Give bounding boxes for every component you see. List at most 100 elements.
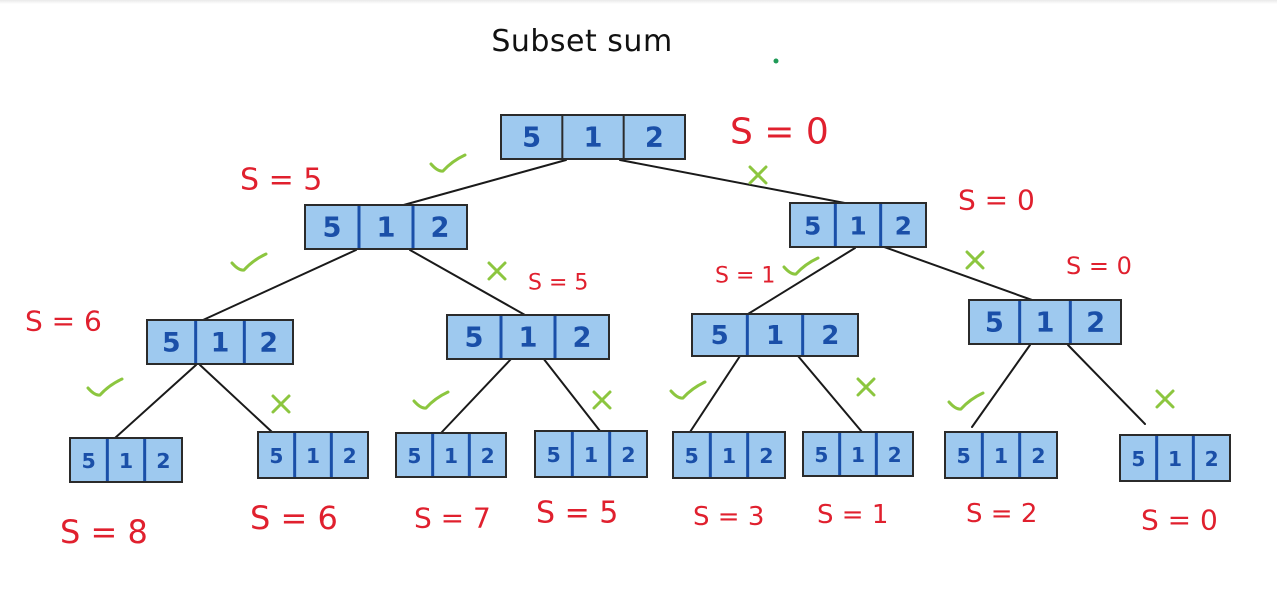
cross-mark-icon bbox=[1155, 389, 1175, 409]
sum-label-n2: S = 0 bbox=[958, 184, 1035, 217]
array-cell-value: 1 bbox=[766, 321, 784, 351]
edge-n2-n5 bbox=[747, 247, 856, 315]
array-cell-value: 2 bbox=[573, 323, 592, 354]
array-cell-value: 1 bbox=[119, 449, 133, 473]
sum-label-l3: S = 7 bbox=[414, 502, 491, 535]
array-cell-value: 2 bbox=[259, 328, 278, 359]
array-cell-value: 5 bbox=[711, 321, 729, 351]
array-cell-value: 5 bbox=[814, 443, 828, 467]
sum-label-l4: S = 5 bbox=[536, 496, 618, 531]
marks-layer bbox=[86, 153, 1175, 414]
array-cell-value: 1 bbox=[722, 444, 736, 468]
sum-label-l8: S = 0 bbox=[1141, 504, 1218, 537]
sum-label-l2: S = 6 bbox=[250, 499, 338, 537]
diagram-title: Subset sum bbox=[491, 24, 673, 59]
cross-stroke bbox=[748, 165, 768, 185]
cross-mark-icon bbox=[965, 250, 985, 270]
array-cell-value: 5 bbox=[985, 308, 1004, 339]
array-node-n5: 5 1 2 bbox=[691, 313, 859, 357]
check-mark-icon bbox=[412, 390, 450, 410]
edge-root-n2 bbox=[619, 159, 851, 205]
array-cell-value: 1 bbox=[1168, 447, 1182, 471]
array-node-box bbox=[1119, 434, 1231, 482]
array-cell-value: 2 bbox=[895, 212, 912, 241]
cross-stroke bbox=[592, 390, 612, 410]
edge-n5-l6 bbox=[797, 355, 863, 433]
array-cell-value: 5 bbox=[82, 449, 96, 473]
array-node-box bbox=[146, 319, 294, 365]
array-node-box bbox=[789, 202, 927, 248]
array-cell-value: 5 bbox=[547, 443, 561, 467]
sum-label-n6: S = 0 bbox=[1066, 252, 1132, 280]
cross-stroke bbox=[271, 394, 291, 414]
sum-label-l1: S = 8 bbox=[60, 513, 148, 551]
array-node-box bbox=[395, 432, 507, 478]
array-cell-value: 5 bbox=[162, 328, 181, 359]
array-cell-value: 2 bbox=[431, 213, 450, 244]
array-cell-value: 2 bbox=[821, 321, 839, 351]
sum-label-root: S = 0 bbox=[730, 112, 829, 153]
array-cell-value: 1 bbox=[444, 444, 458, 468]
edge-n6-l8 bbox=[1067, 344, 1146, 425]
check-mark-icon bbox=[230, 252, 268, 272]
array-node-n1: 5 1 2 bbox=[304, 204, 468, 250]
array-cell-value: 1 bbox=[306, 444, 320, 468]
array-cell-value: 1 bbox=[377, 213, 396, 244]
edge-n4-l4 bbox=[542, 357, 601, 432]
array-cell-value: 2 bbox=[343, 444, 357, 468]
edges-layer bbox=[114, 159, 1146, 439]
edge-n1-n3 bbox=[202, 249, 357, 321]
cross-mark-icon bbox=[748, 165, 768, 185]
array-cell-value: 2 bbox=[1086, 308, 1105, 339]
array-node-box bbox=[944, 431, 1058, 479]
cross-stroke bbox=[1155, 389, 1175, 409]
array-cell-value: 1 bbox=[211, 328, 230, 359]
array-cell-value: 5 bbox=[1131, 447, 1145, 471]
check-mark-icon bbox=[429, 153, 467, 173]
array-cell-value: 1 bbox=[994, 444, 1008, 468]
array-cell-value: 1 bbox=[584, 123, 603, 154]
top-bar bbox=[0, 0, 1277, 4]
array-node-box bbox=[672, 431, 786, 479]
array-cell-value: 2 bbox=[621, 443, 635, 467]
array-node-box bbox=[691, 313, 859, 357]
edge-n1-n4 bbox=[409, 249, 526, 316]
array-cell-value: 5 bbox=[522, 123, 541, 154]
array-cell-value: 5 bbox=[323, 213, 342, 244]
cross-mark-icon bbox=[271, 394, 291, 414]
array-cell-value: 1 bbox=[1036, 308, 1055, 339]
array-cell-value: 2 bbox=[1205, 447, 1219, 471]
check-mark-icon bbox=[947, 391, 985, 411]
cross-mark-icon bbox=[592, 390, 612, 410]
cross-stroke bbox=[487, 261, 507, 281]
array-cell-value: 5 bbox=[465, 323, 484, 354]
array-cell-value: 2 bbox=[156, 449, 170, 473]
sum-label-l6: S = 1 bbox=[817, 500, 888, 530]
array-cell-value: 5 bbox=[407, 444, 421, 468]
array-cell-value: 1 bbox=[849, 212, 866, 241]
cross-stroke bbox=[856, 377, 876, 397]
array-cell-value: 2 bbox=[1031, 444, 1045, 468]
array-node-box bbox=[500, 114, 686, 160]
array-node-box bbox=[968, 299, 1122, 345]
check-mark-icon bbox=[782, 256, 820, 276]
edge-n3-l2 bbox=[199, 364, 273, 433]
array-cell-value: 2 bbox=[888, 443, 902, 467]
edge-root-n1 bbox=[399, 159, 567, 207]
sum-label-l7: S = 2 bbox=[966, 499, 1037, 529]
array-cell-value: 1 bbox=[584, 443, 598, 467]
check-mark-icon bbox=[86, 377, 124, 397]
